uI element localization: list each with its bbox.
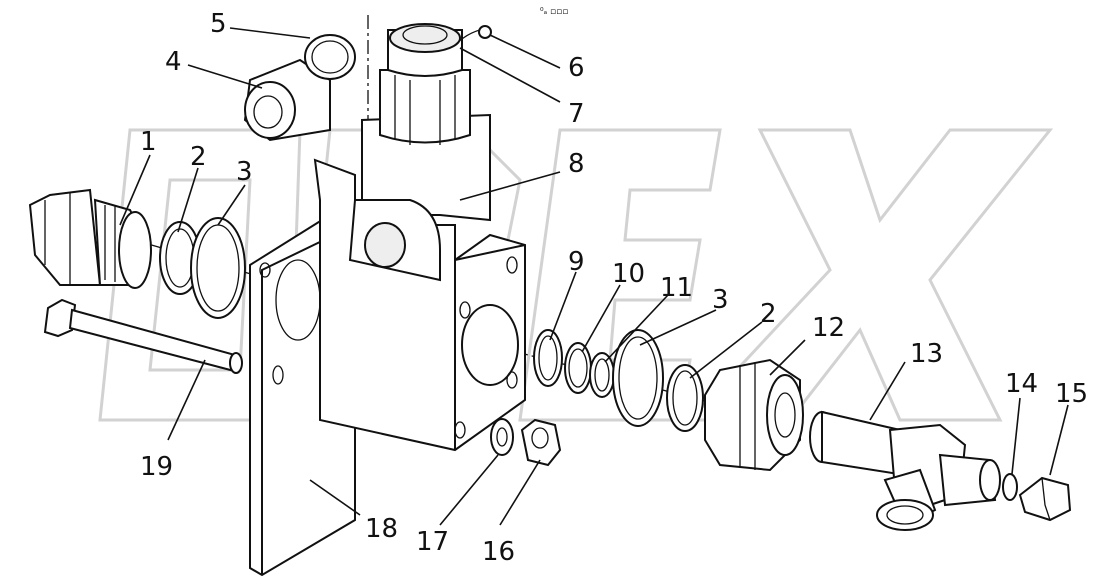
callout-2-left: 2 <box>190 142 207 172</box>
callout-12: 12 <box>812 313 845 343</box>
tee-fitting-part-13 <box>809 410 1001 531</box>
callout-11: 11 <box>660 273 693 303</box>
leader-lines <box>119 27 1069 526</box>
callout-17: 17 <box>416 527 449 557</box>
callout-7: 7 <box>568 99 585 129</box>
callout-16: 16 <box>482 537 515 567</box>
callout-labels: 5 4 6 7 8 1 2 3 9 10 11 3 2 12 13 14 15 … <box>140 9 1088 567</box>
adapter-part-12 <box>704 358 804 472</box>
callout-3-left: 3 <box>236 157 253 187</box>
callout-13: 13 <box>910 339 943 369</box>
callout-9: 9 <box>568 247 585 277</box>
top-fitting-parts-6-7 <box>379 23 492 145</box>
washer-part-14 <box>1002 473 1018 501</box>
top-mark: ⁰ₐ ▫▫▫ <box>540 7 568 17</box>
callout-19: 19 <box>140 452 173 482</box>
hex-plug-part-1 <box>28 188 152 289</box>
nut-part-16 <box>520 418 562 467</box>
callout-1: 1 <box>140 127 157 157</box>
callout-3-right: 3 <box>712 285 729 315</box>
callout-4: 4 <box>165 47 182 77</box>
ring-part-11 <box>589 352 615 398</box>
callout-5: 5 <box>210 9 227 39</box>
o-ring-part-2-right <box>666 364 704 432</box>
seal-ring-part-3-right <box>612 329 664 427</box>
washer-part-17 <box>490 418 514 456</box>
callout-10: 10 <box>612 259 645 289</box>
valve-body-part-8 <box>313 113 526 452</box>
bolt-part-19 <box>43 298 243 374</box>
seal-ring-part-3-left <box>190 217 246 319</box>
callout-18: 18 <box>365 514 398 544</box>
callout-8: 8 <box>568 149 585 179</box>
ring-part-10 <box>564 342 592 394</box>
cap-part-15 <box>1018 476 1072 522</box>
o-ring-part-5 <box>304 34 356 80</box>
elbow-fitting-part-4 <box>243 58 331 142</box>
callout-15: 15 <box>1055 379 1088 409</box>
callout-6: 6 <box>568 53 585 83</box>
snap-ring-part-9 <box>533 329 563 387</box>
callout-14: 14 <box>1005 369 1038 399</box>
callout-2-right: 2 <box>760 299 777 329</box>
